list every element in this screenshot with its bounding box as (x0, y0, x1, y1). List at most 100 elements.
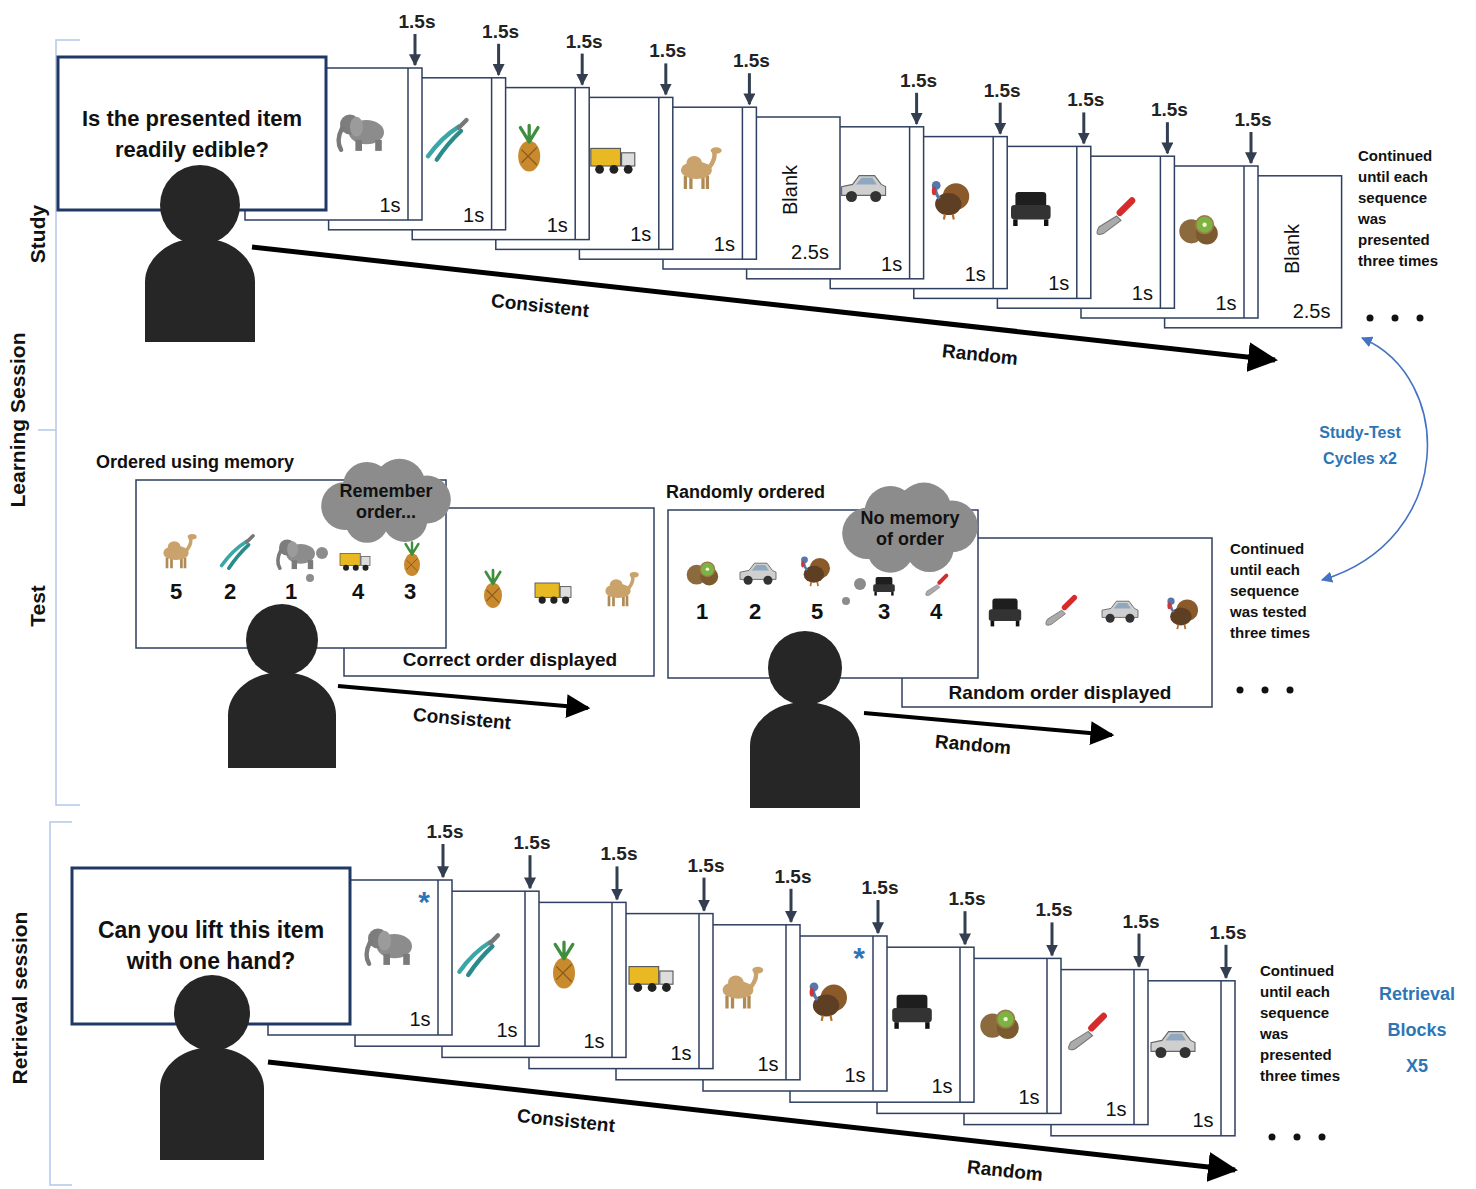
car-part (1155, 1047, 1166, 1058)
interval-strip (658, 97, 660, 249)
pineapple-part (484, 583, 502, 608)
elephant-part (383, 954, 390, 965)
truck-part (622, 153, 635, 166)
interval-label: 1.5s (601, 843, 638, 865)
duration-label: 1s (547, 214, 568, 236)
condition-label: Consistent (516, 1105, 616, 1137)
car-picture (1151, 1032, 1195, 1058)
truck-picture (340, 554, 370, 571)
thought-bubble (316, 547, 328, 559)
continuation-dot (1287, 687, 1294, 694)
duration-label: 2.5s (1293, 300, 1331, 322)
thought-bubble (854, 578, 866, 590)
duration-label: 1s (714, 233, 735, 255)
person-silhouette (145, 165, 255, 342)
interval-arrow (915, 93, 918, 124)
truck-part (363, 565, 369, 571)
interval-label: 1.5s (1210, 922, 1247, 944)
blank-label: Blank (779, 165, 801, 215)
car-part (1165, 1034, 1186, 1041)
car-picture (842, 176, 886, 202)
interval-arrow (616, 866, 619, 899)
truck-part (660, 971, 673, 984)
note-text: Continued until each sequence was presen… (1358, 145, 1458, 271)
question-text: Can you lift this item with one hand? (81, 915, 341, 977)
stimulus-frame: 1s (877, 958, 1061, 1113)
camel-part (687, 156, 702, 169)
chair-part (894, 1022, 898, 1029)
stimulus-frame: 1s (790, 947, 974, 1102)
truck-part (361, 557, 370, 566)
sequence-arrow (338, 686, 588, 708)
interval-strip (524, 891, 526, 1046)
trowel-part (939, 576, 946, 583)
pineapple-part (556, 964, 571, 982)
stimulus-frame: 1s (245, 68, 422, 220)
chair-picture (873, 577, 895, 596)
person-body (145, 238, 255, 342)
trowel-part (1069, 1031, 1093, 1049)
interval-strip (1076, 146, 1078, 298)
chair-part (989, 609, 1021, 621)
interval-arrow (442, 844, 445, 877)
truck-part (560, 587, 571, 598)
sequence-arrow (864, 713, 1112, 735)
car-part (846, 191, 857, 202)
duration-label: 1s (1018, 1086, 1039, 1108)
trowel-part (1097, 216, 1121, 234)
elephant-picture (278, 539, 315, 569)
chair-part (892, 1008, 932, 1022)
duration-label: 1s (1048, 272, 1069, 294)
car-part (1180, 1047, 1191, 1058)
duration-label: 1s (1105, 1098, 1126, 1120)
chair-part (925, 1022, 929, 1029)
note-text: Continued until each sequence was presen… (1260, 960, 1360, 1086)
truck-part (624, 165, 633, 174)
elephant-part (375, 140, 382, 151)
person-body (228, 672, 336, 768)
thought-text: No memory of order (855, 508, 965, 550)
stimulus-frame: 1s (616, 925, 800, 1080)
interval-arrow (1250, 132, 1253, 163)
kiwi-part (1003, 1017, 1007, 1021)
duration-label: 1s (1132, 282, 1153, 304)
pliers-picture (459, 935, 498, 975)
interval-arrow (999, 103, 1002, 134)
pliers-picture (428, 120, 467, 160)
person-head (174, 975, 250, 1051)
person-head (768, 631, 842, 705)
interval-arrow (1225, 945, 1228, 978)
turkey-picture (1167, 598, 1198, 630)
interval-arrow (529, 855, 532, 888)
pineapple-part (520, 125, 538, 142)
stimulus-frame: 1s (412, 88, 589, 240)
elephant-part (308, 560, 313, 569)
continuation-dot (1367, 315, 1374, 322)
interval-label: 1.5s (775, 866, 812, 888)
duration-label: 1s (409, 1008, 430, 1030)
pineapple-part (404, 554, 420, 576)
section-label: Study (26, 205, 50, 263)
pliers-part (459, 120, 467, 128)
car-part (1125, 614, 1134, 623)
chair-part (873, 584, 895, 592)
kiwi-picture (980, 1010, 1019, 1039)
interval-strip (1046, 958, 1048, 1113)
turkey-part (822, 1015, 832, 1021)
interval-arrow (664, 63, 667, 94)
camel-part (711, 147, 722, 154)
pliers-part (490, 935, 498, 943)
question-box: Can you lift this item with one hand? (72, 868, 350, 1024)
camel-part (630, 572, 639, 577)
screen-caption: Random order displayed (949, 682, 1172, 704)
order-number: 1 (696, 600, 708, 624)
condition-label: Consistent (412, 704, 512, 734)
turkey-part (810, 988, 814, 997)
continuation-dot (1319, 1134, 1326, 1141)
chair-part (1044, 219, 1048, 226)
person-head (246, 604, 318, 676)
continuation-dot (1262, 687, 1269, 694)
interval-strip (407, 68, 409, 220)
blank-label: Blank (1281, 224, 1303, 274)
duration-label: 1s (379, 194, 400, 216)
